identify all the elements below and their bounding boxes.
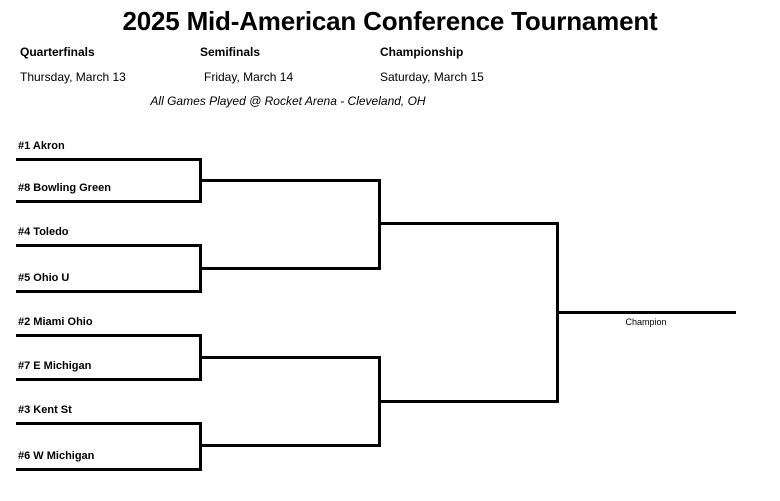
bracket-line-championship-1 bbox=[381, 222, 559, 225]
venue-note: All Games Played @ Rocket Arena - Clevel… bbox=[150, 94, 426, 108]
bracket-line-sf-4 bbox=[202, 444, 381, 447]
bracket-line-sf-1 bbox=[202, 179, 381, 182]
round-header-quarterfinals: Quarterfinals bbox=[20, 45, 95, 59]
bracket-line-qf-7 bbox=[16, 422, 202, 425]
bracket-slot-qf-8[interactable]: #6 W Michigan bbox=[18, 450, 95, 462]
bracket-connector-qf-3 bbox=[199, 334, 202, 381]
bracket-line-sf-2 bbox=[202, 267, 381, 270]
bracket-connector-sf-2 bbox=[378, 356, 381, 447]
bracket-slot-qf-7[interactable]: #3 Kent St bbox=[18, 404, 72, 416]
round-header-semifinals: Semifinals bbox=[200, 45, 261, 59]
page-title: 2025 Mid-American Conference Tournament bbox=[122, 6, 658, 36]
bracket-connector-sf-1 bbox=[378, 179, 381, 270]
bracket-line-qf-3 bbox=[16, 244, 202, 247]
bracket-line-qf-2 bbox=[16, 200, 202, 203]
bracket-line-qf-1 bbox=[16, 158, 202, 161]
bracket-line-sf-3 bbox=[202, 356, 381, 359]
round-date-championship: Saturday, March 15 bbox=[380, 70, 484, 84]
bracket-slot-qf-5[interactable]: #2 Miami Ohio bbox=[18, 316, 93, 328]
round-date-semifinals: Friday, March 14 bbox=[204, 70, 294, 84]
bracket-line-qf-5 bbox=[16, 334, 202, 337]
bracket-line-qf-6 bbox=[16, 378, 202, 381]
bracket-slot-qf-2[interactable]: #8 Bowling Green bbox=[18, 182, 111, 194]
bracket-slot-qf-1[interactable]: #1 Akron bbox=[18, 140, 65, 152]
bracket-slot-qf-6[interactable]: #7 E Michigan bbox=[18, 360, 92, 372]
bracket-connector-qf-2 bbox=[199, 244, 202, 293]
champion-label: Champion bbox=[625, 317, 667, 327]
bracket-line-championship-2 bbox=[381, 400, 559, 403]
round-header-championship: Championship bbox=[380, 45, 464, 59]
bracket-line-qf-4 bbox=[16, 290, 202, 293]
round-date-quarterfinals: Thursday, March 13 bbox=[20, 70, 126, 84]
bracket-slot-qf-3[interactable]: #4 Toledo bbox=[18, 226, 69, 238]
bracket-connector-qf-4 bbox=[199, 422, 202, 471]
bracket-line-final bbox=[556, 311, 736, 314]
bracket-slot-qf-4[interactable]: #5 Ohio U bbox=[18, 272, 70, 284]
bracket-line-qf-8 bbox=[16, 468, 202, 471]
bracket-connector-qf-1 bbox=[199, 158, 202, 203]
